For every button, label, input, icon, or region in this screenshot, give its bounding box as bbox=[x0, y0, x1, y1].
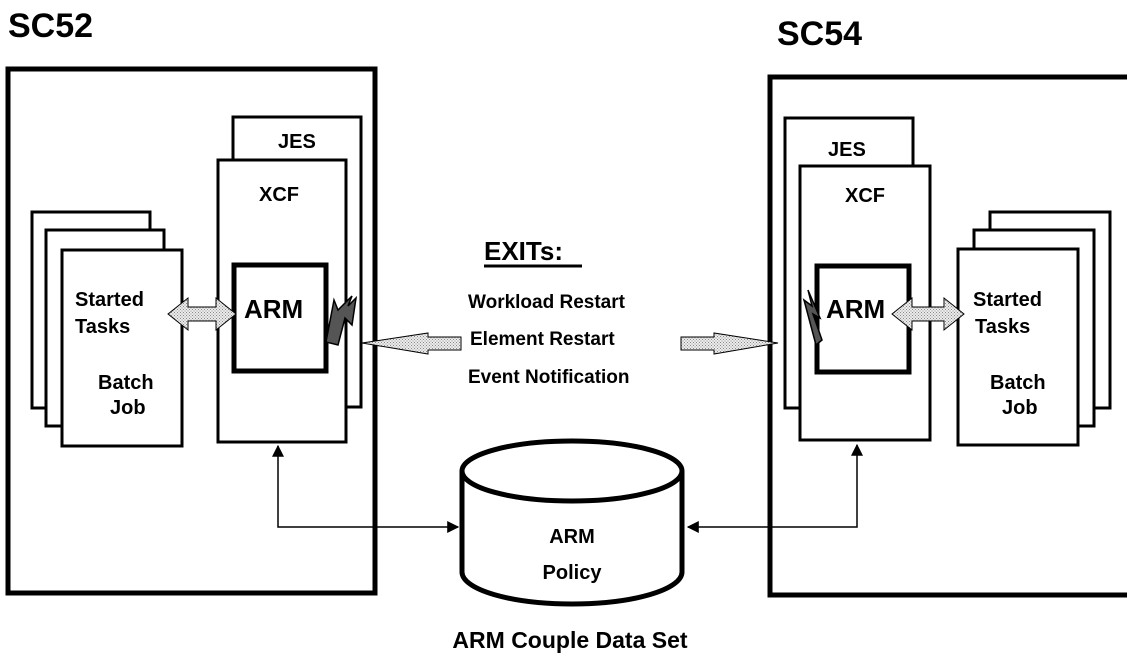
arm-couple-data-set: ARM Policy ARM Couple Data Set bbox=[452, 438, 688, 653]
system-sc52: SC52 Started Tasks Batch Job JES XCF ARM bbox=[5, 7, 378, 596]
cylinder-label-line1: ARM bbox=[549, 526, 595, 548]
cylinder-top bbox=[459, 438, 685, 504]
exit-item-element-restart: Element Restart bbox=[470, 329, 615, 350]
batch-job-label-line1: Batch bbox=[98, 372, 154, 394]
exit-flow-arrow-left bbox=[361, 332, 462, 355]
arm-label-sc54: ARM bbox=[826, 294, 885, 324]
exits-title: EXITs: bbox=[484, 236, 563, 266]
xcf-label-sc52: XCF bbox=[259, 184, 299, 206]
task-page-front bbox=[60, 248, 184, 448]
xcf-label-sc54: XCF bbox=[845, 185, 885, 207]
jes-label-sc52: JES bbox=[278, 131, 316, 153]
started-tasks-label-line1: Started bbox=[973, 289, 1042, 311]
started-tasks-label-line2: Tasks bbox=[75, 316, 130, 338]
tasks-arm-double-arrow-sc52 bbox=[167, 296, 237, 332]
connector-sc54-to-cds bbox=[686, 443, 863, 533]
batch-job-label-line1: Batch bbox=[990, 372, 1046, 394]
arm-box-sc52 bbox=[231, 262, 329, 374]
system-title-sc54: SC54 bbox=[777, 15, 862, 53]
arm-exit-arrow-sc52 bbox=[325, 295, 358, 346]
exit-item-workload-restart: Workload Restart bbox=[468, 292, 626, 313]
couple-data-set-caption: ARM Couple Data Set bbox=[452, 627, 687, 653]
exit-flow-arrow-right bbox=[680, 332, 779, 355]
batch-job-label-line2: Job bbox=[1002, 397, 1038, 419]
arm-box-sc54 bbox=[814, 263, 912, 375]
arm-tasks-double-arrow-sc54 bbox=[891, 296, 965, 332]
exit-arm-arrow-sc54 bbox=[802, 289, 823, 347]
system-sc54: SC54 JES XCF ARM Started Tasks Batch Job bbox=[767, 15, 1127, 598]
started-tasks-label-line1: Started bbox=[75, 289, 144, 311]
task-page-stack-sc52 bbox=[30, 210, 184, 448]
exits-panel: EXITs: Workload Restart Element Restart … bbox=[361, 236, 779, 388]
exit-item-event-notification: Event Notification bbox=[468, 367, 630, 388]
arm-label-sc52: ARM bbox=[244, 294, 303, 324]
task-page-stack-sc54 bbox=[956, 210, 1112, 447]
task-page-front bbox=[956, 247, 1080, 447]
cylinder-label-line2: Policy bbox=[543, 562, 603, 584]
system-title-sc52: SC52 bbox=[8, 7, 93, 45]
connector-sc52-to-cds bbox=[272, 444, 460, 533]
cylinder-body bbox=[459, 471, 685, 607]
batch-job-label-line2: Job bbox=[110, 397, 146, 419]
jes-label-sc54: JES bbox=[828, 139, 866, 161]
started-tasks-label-line2: Tasks bbox=[975, 316, 1030, 338]
